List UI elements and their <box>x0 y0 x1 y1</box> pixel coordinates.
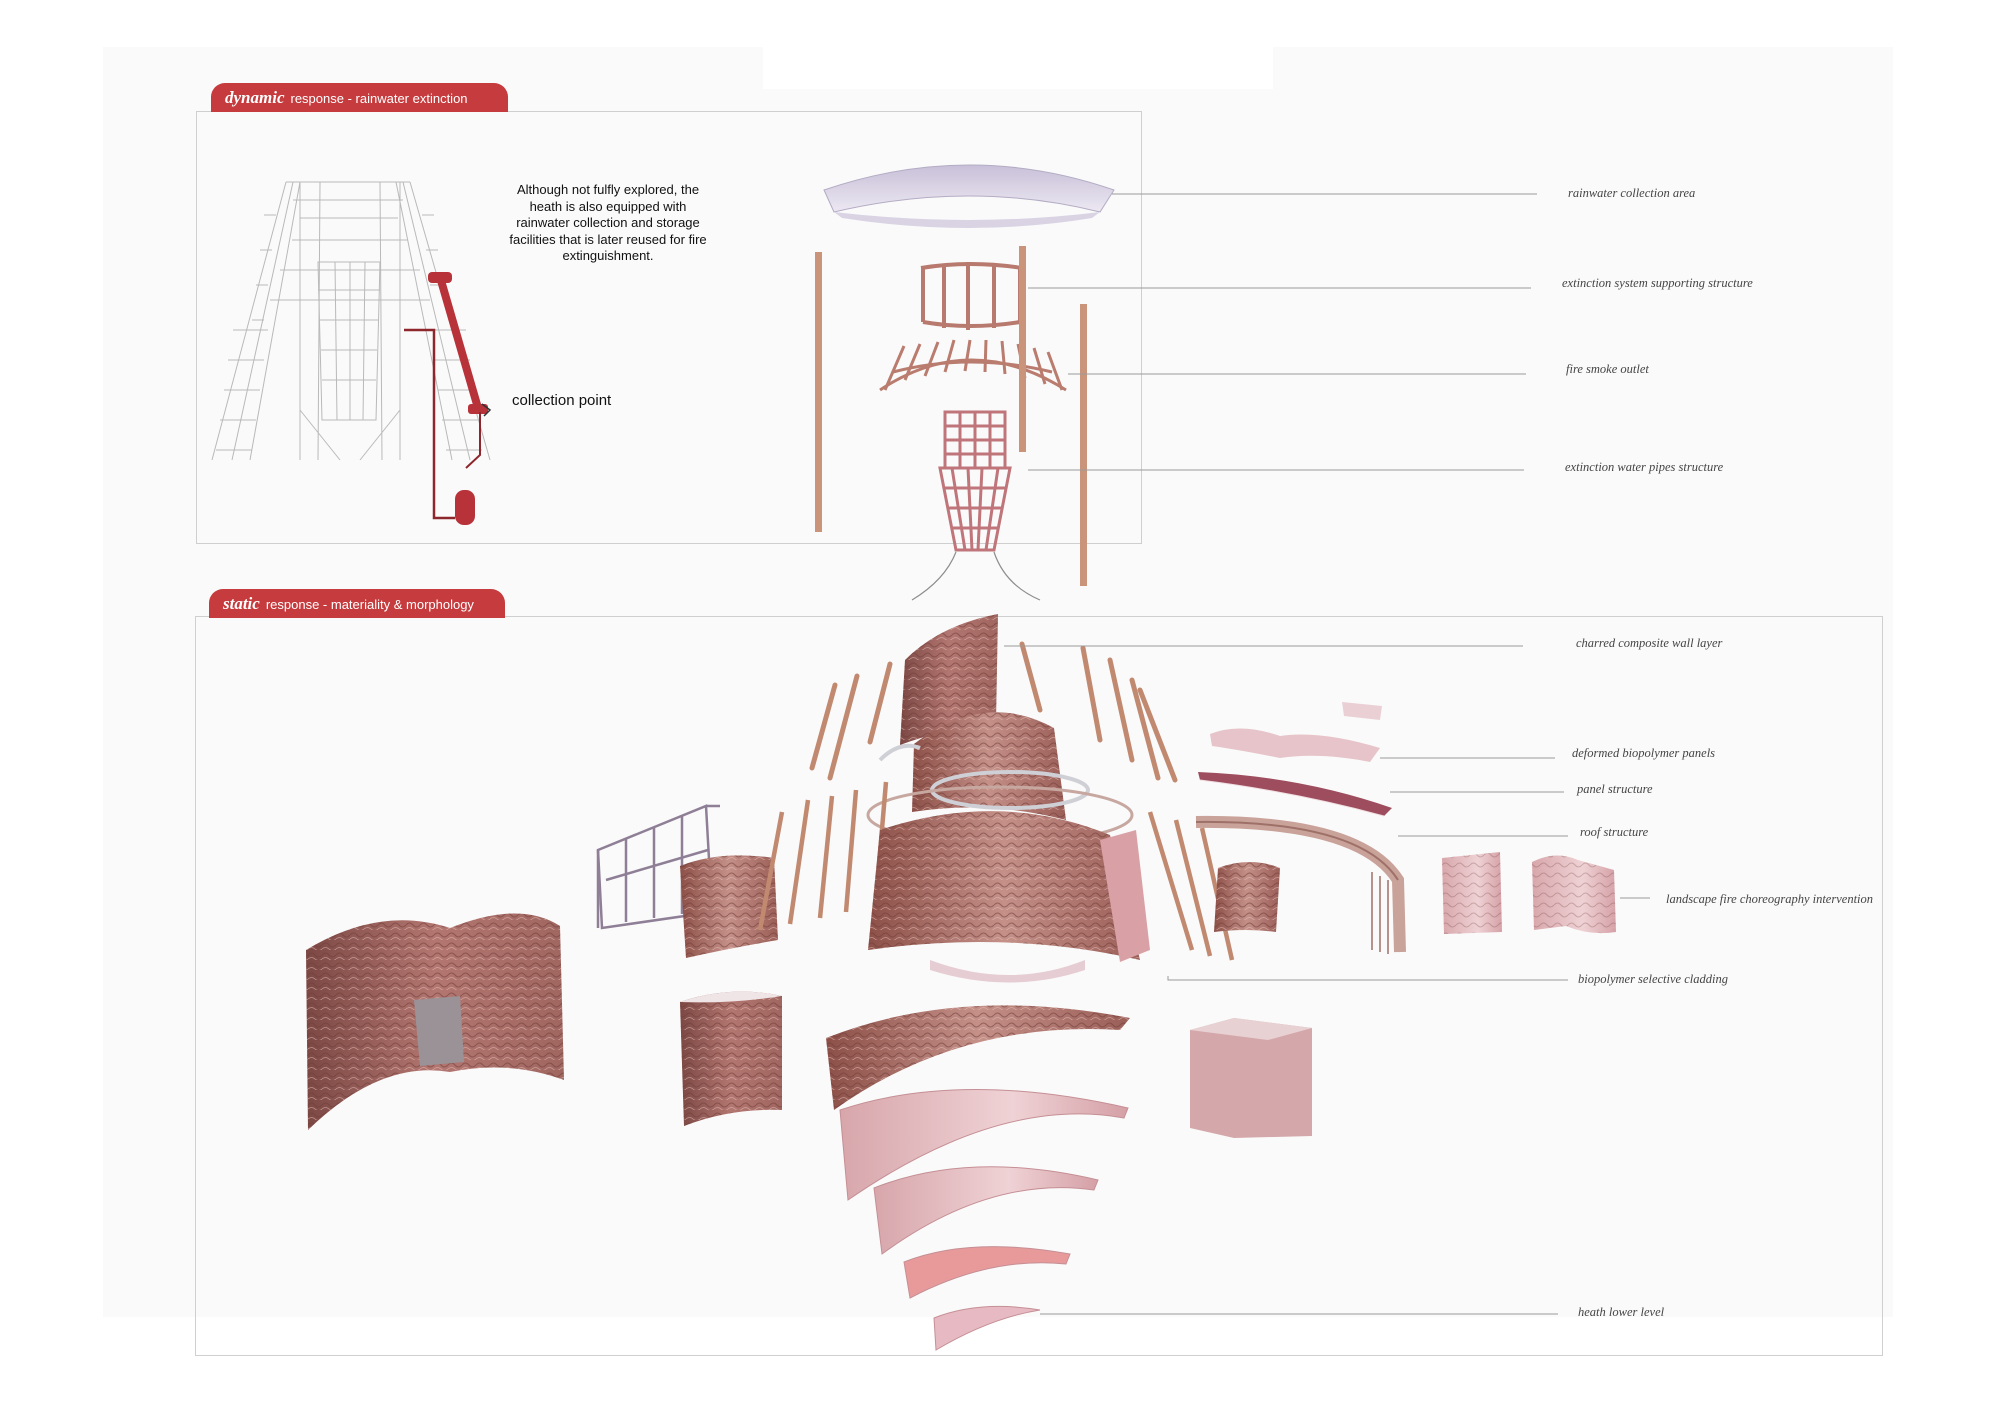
label-deformed-panels: deformed biopolymer panels <box>1572 746 1716 760</box>
static-response-tab: static response - materiality & morpholog… <box>209 589 505 618</box>
upper-cladding-cone <box>912 712 1066 820</box>
main-cladding-cone <box>868 811 1150 983</box>
tab-title: response - rainwater extinction <box>290 91 468 106</box>
label-biopolymer-cladding: biopolymer selective cladding <box>1578 972 1728 986</box>
dynamic-response-panel <box>196 111 1142 544</box>
rainwater-collection-dish <box>823 164 1115 228</box>
hexagonal-block <box>1190 1018 1312 1138</box>
stepped-lower-levels <box>839 1089 1129 1351</box>
tab-title: response - materiality & morphology <box>265 597 474 612</box>
mid-posts <box>757 781 889 931</box>
label-panel-structure: panel structure <box>1577 782 1653 796</box>
label-roof-structure: roof structure <box>1580 825 1649 839</box>
label-landscape-intervention: landscape fire choreography intervention <box>1666 892 1874 906</box>
landscape-small-panels <box>1442 852 1616 934</box>
vertical-posts <box>815 246 1087 586</box>
smoke-outlet-grid <box>879 339 1067 392</box>
supporting-structure-ring <box>920 262 1023 330</box>
tab-keyword: static <box>223 594 260 613</box>
landscape-corner-block <box>680 991 782 1126</box>
label-extinction-water-pipes: extinction water pipes structure <box>1565 460 1724 474</box>
deformed-biopolymer-panels <box>1210 702 1382 762</box>
roof-structure-arc <box>1195 815 1406 954</box>
label-rainwater-collection-area: rainwater collection area <box>1568 186 1696 200</box>
label-extinction-supporting-structure: extinction system supporting structure <box>1562 276 1753 290</box>
label-fire-smoke-outlet: fire smoke outlet <box>1566 362 1649 376</box>
sheet-notch <box>763 47 1273 89</box>
charred-composite-wall <box>900 614 998 745</box>
static-response-panel <box>195 616 1883 1356</box>
collection-pipe <box>404 272 492 525</box>
roof-rings <box>866 743 1134 845</box>
water-pipes-structure <box>911 410 1041 601</box>
label-charred-wall: charred composite wall layer <box>1576 636 1723 650</box>
panel-structure <box>1198 772 1392 817</box>
stick-members <box>809 641 1178 783</box>
left-mid-panel <box>680 855 778 958</box>
lower-cladding-skirt <box>826 1005 1130 1110</box>
right-mid-panel <box>1214 862 1280 932</box>
tab-keyword: dynamic <box>225 88 285 107</box>
dynamic-response-tab: dynamic response - rainwater extinction <box>211 83 508 112</box>
label-heath-lower-level: heath lower level <box>1578 1305 1665 1319</box>
leader-lines <box>1004 193 1650 1315</box>
landscape-large-wall <box>306 913 564 1130</box>
collection-point-label: collection point <box>512 392 612 409</box>
wireframe-tower <box>211 181 491 461</box>
rainwater-note: Although not fulfly explored, the heath … <box>509 182 707 263</box>
